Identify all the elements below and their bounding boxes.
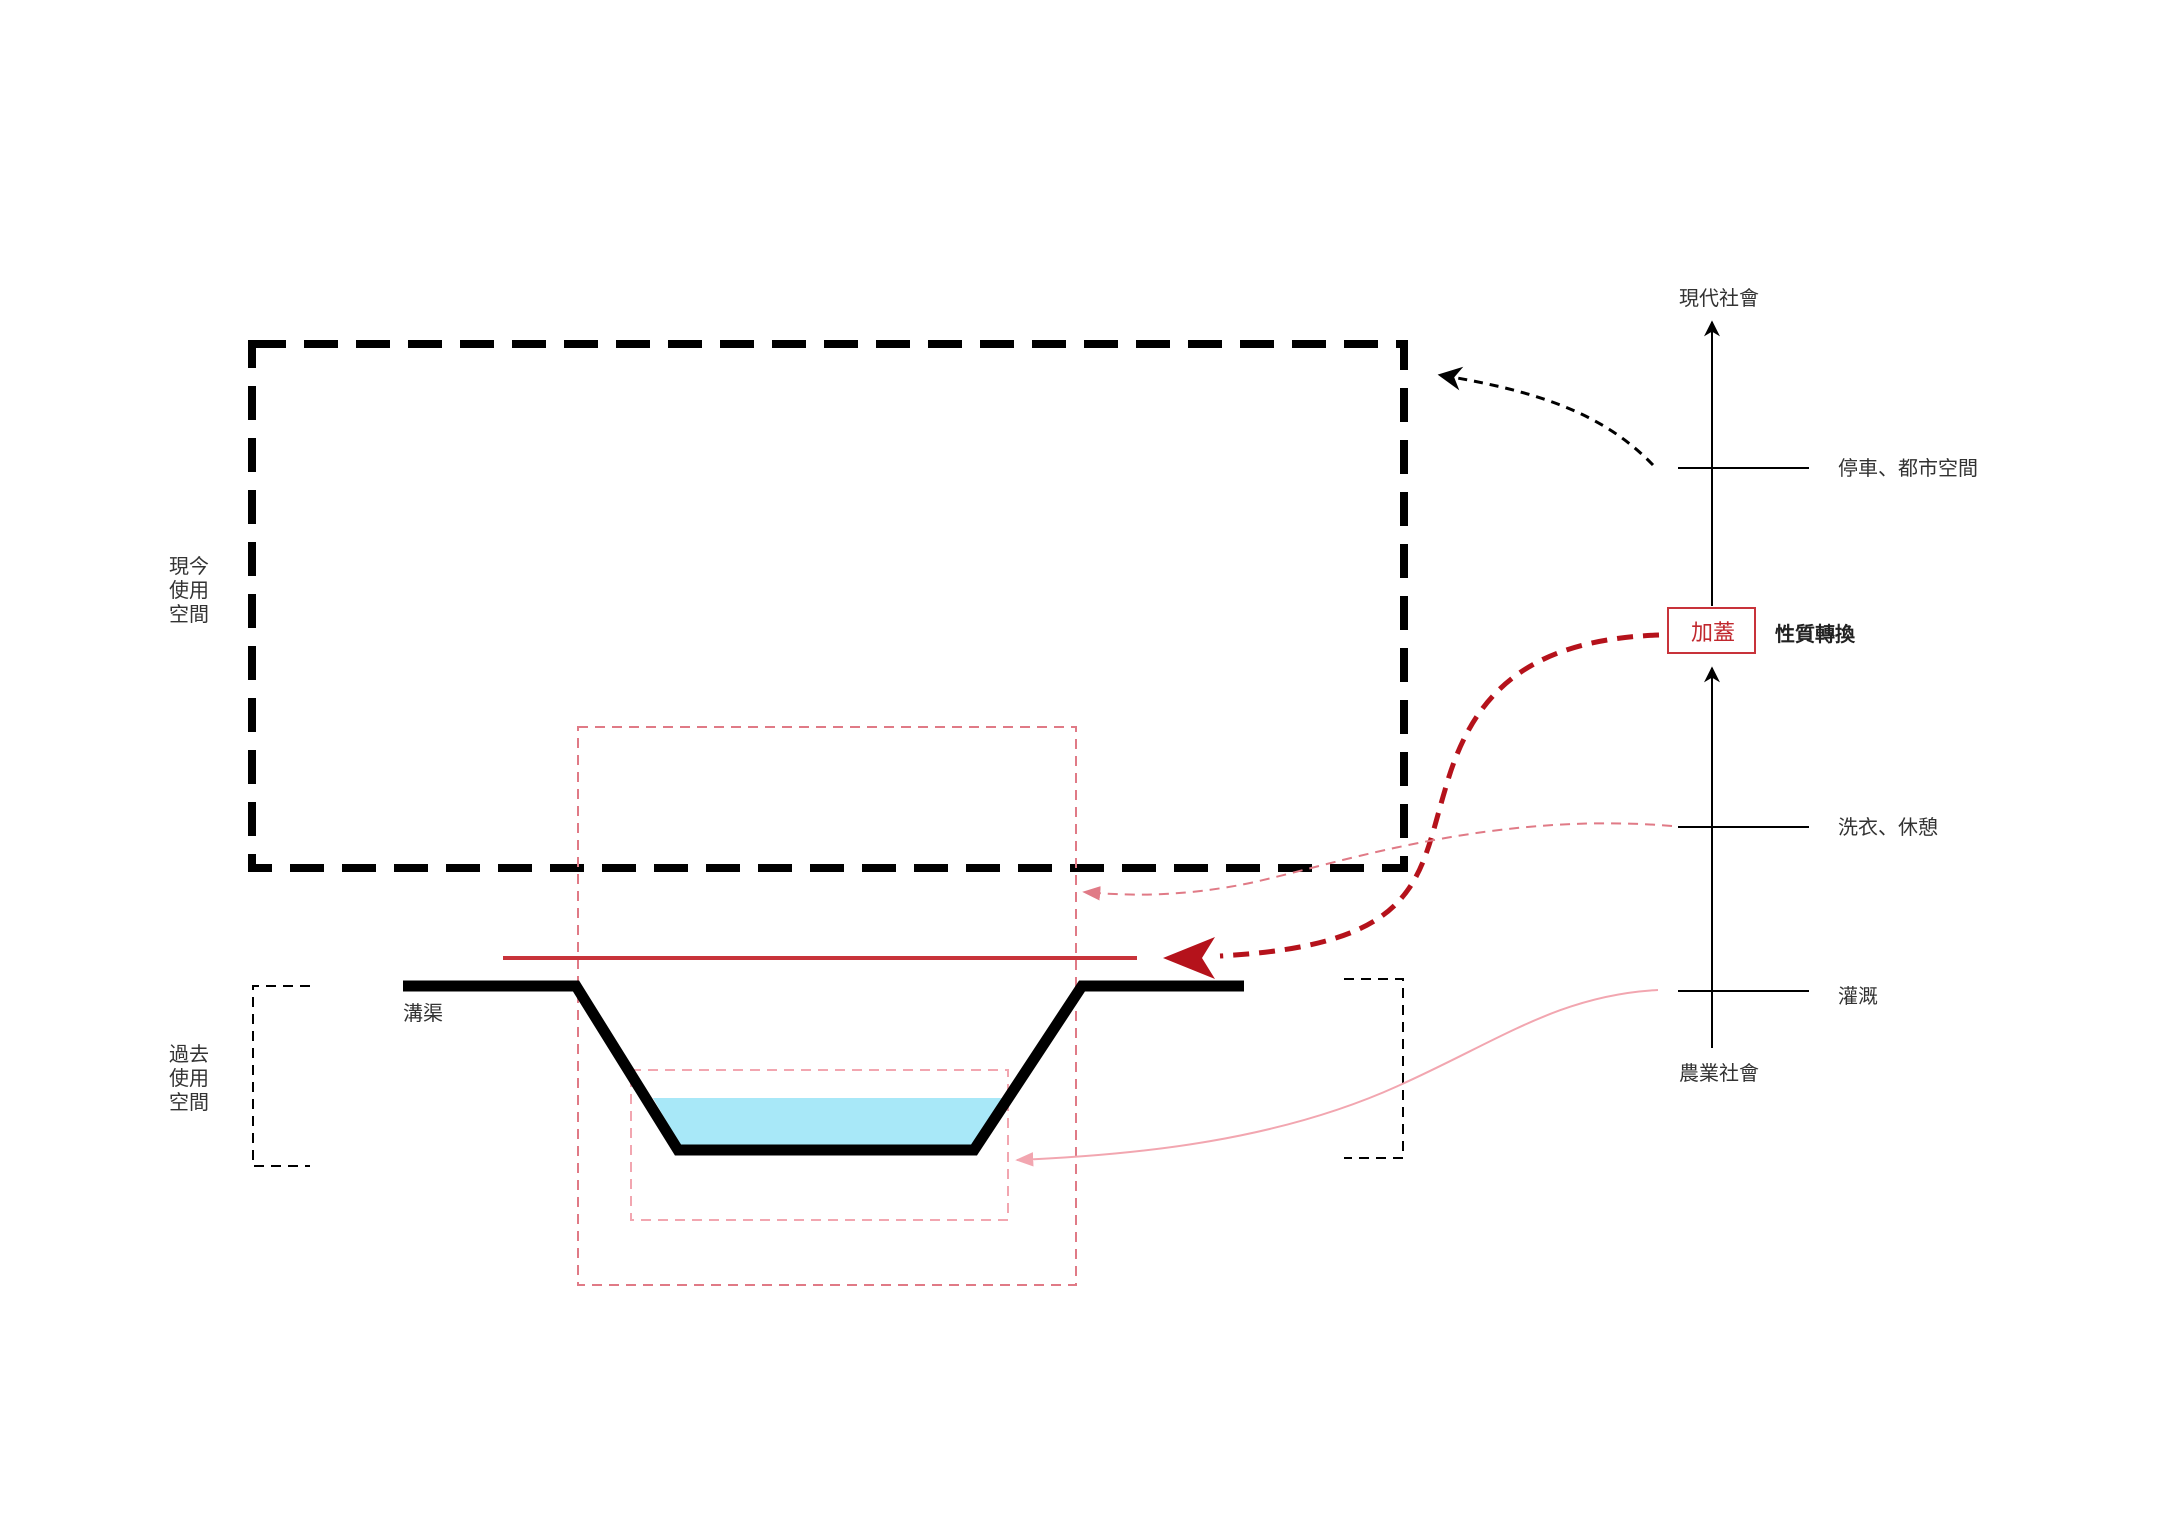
present-space-label-line2: 使用 <box>169 578 209 602</box>
present-space-frame <box>248 340 1408 872</box>
timeline-top-label: 現代社會 <box>1679 286 1759 310</box>
past-space-label-line1: 過去 <box>169 1042 209 1066</box>
cover-box-label: 加蓋 <box>1691 621 1735 646</box>
timeline-bottom-label: 農業社會 <box>1679 1061 1759 1085</box>
arrow-parking-to-present <box>1437 366 1655 467</box>
past-space-bracket-right <box>1344 978 1404 1159</box>
arrow-washing-to-ditch <box>1082 822 1673 901</box>
ditch-label: 溝渠 <box>403 1001 443 1025</box>
water-fill <box>653 1098 1004 1148</box>
cover-box <box>1667 607 1756 654</box>
arrow-irrigation-to-water <box>1015 989 1659 1167</box>
ditch-outer-highlight <box>577 726 1077 1286</box>
past-space-bracket-left <box>252 985 310 1167</box>
washing-rest-label: 洗衣、休憩 <box>1838 815 1938 839</box>
ditch-profile <box>403 980 1244 1156</box>
arrow-cover-head <box>1163 937 1215 979</box>
past-space-label-line2: 使用 <box>169 1066 209 1090</box>
arrow-cover-to-ditch <box>1219 632 1660 959</box>
transformation-label: 性質轉換 <box>1775 622 1856 646</box>
irrigation-label: 灌溉 <box>1838 984 1878 1008</box>
past-space-label-line3: 空間 <box>169 1090 209 1114</box>
present-space-label-line3: 空間 <box>169 602 209 626</box>
water-highlight <box>630 1069 1009 1221</box>
parking-urban-label: 停車、都市空間 <box>1838 456 1978 480</box>
present-space-label-line1: 現今 <box>169 554 209 578</box>
